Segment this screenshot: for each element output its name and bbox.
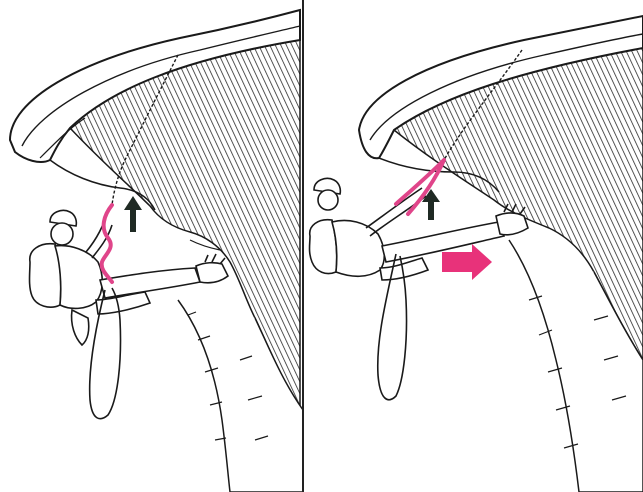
panel-left <box>0 0 303 492</box>
up-arrow-left <box>124 196 142 232</box>
pink-sling-right <box>396 160 444 214</box>
panel-left-drawing <box>0 0 303 492</box>
panel-right <box>304 0 643 492</box>
panel-right-drawing <box>304 0 643 492</box>
